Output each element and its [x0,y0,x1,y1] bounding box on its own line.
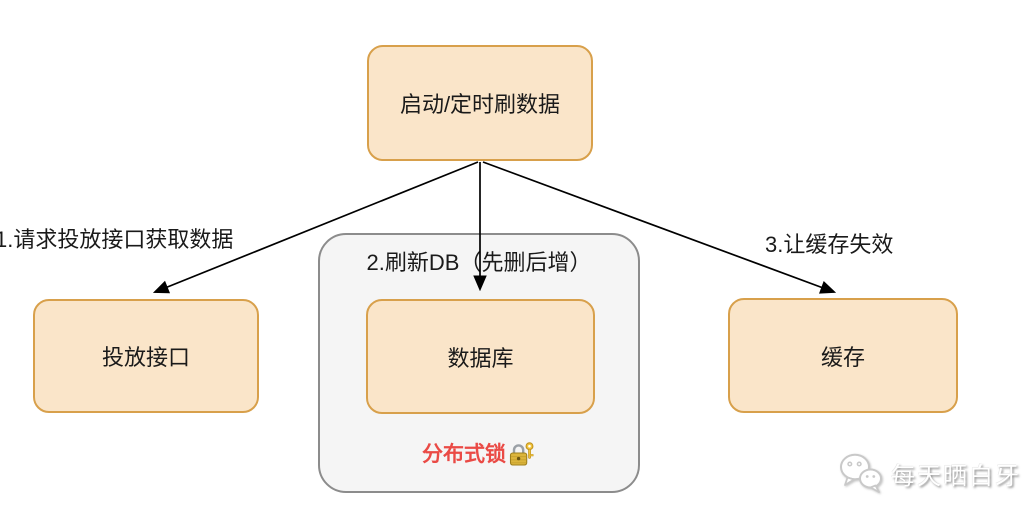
node-delivery-interface-label: 投放接口 [101,345,190,370]
node-cache: 缓存 [728,298,958,413]
wechat-icon [840,453,882,493]
lock-with-key-icon [509,441,534,466]
watermark: 每天晒白牙 [838,452,1021,494]
edge-label-invalidate-cache: 3.让缓存失效 [765,232,894,257]
node-delivery-interface: 投放接口 [33,299,259,413]
watermark-text: 每天晒白牙 [891,462,1021,490]
node-cache-label: 缓存 [820,344,865,370]
distributed-lock-text: 分布式锁 [422,443,506,466]
node-start: 启动/定时刷数据 [367,45,593,161]
edge-label-refresh-db: 2.刷新DB（先删后增） [366,250,592,275]
node-start-label: 启动/定时刷数据 [399,92,561,117]
node-database: 数据库 [366,299,595,414]
distributed-lock-label: 分布式锁 [318,438,640,468]
node-database-label: 数据库 [447,345,514,371]
edge-label-fetch-data: 1.请求投放接口获取数据 [0,227,234,252]
